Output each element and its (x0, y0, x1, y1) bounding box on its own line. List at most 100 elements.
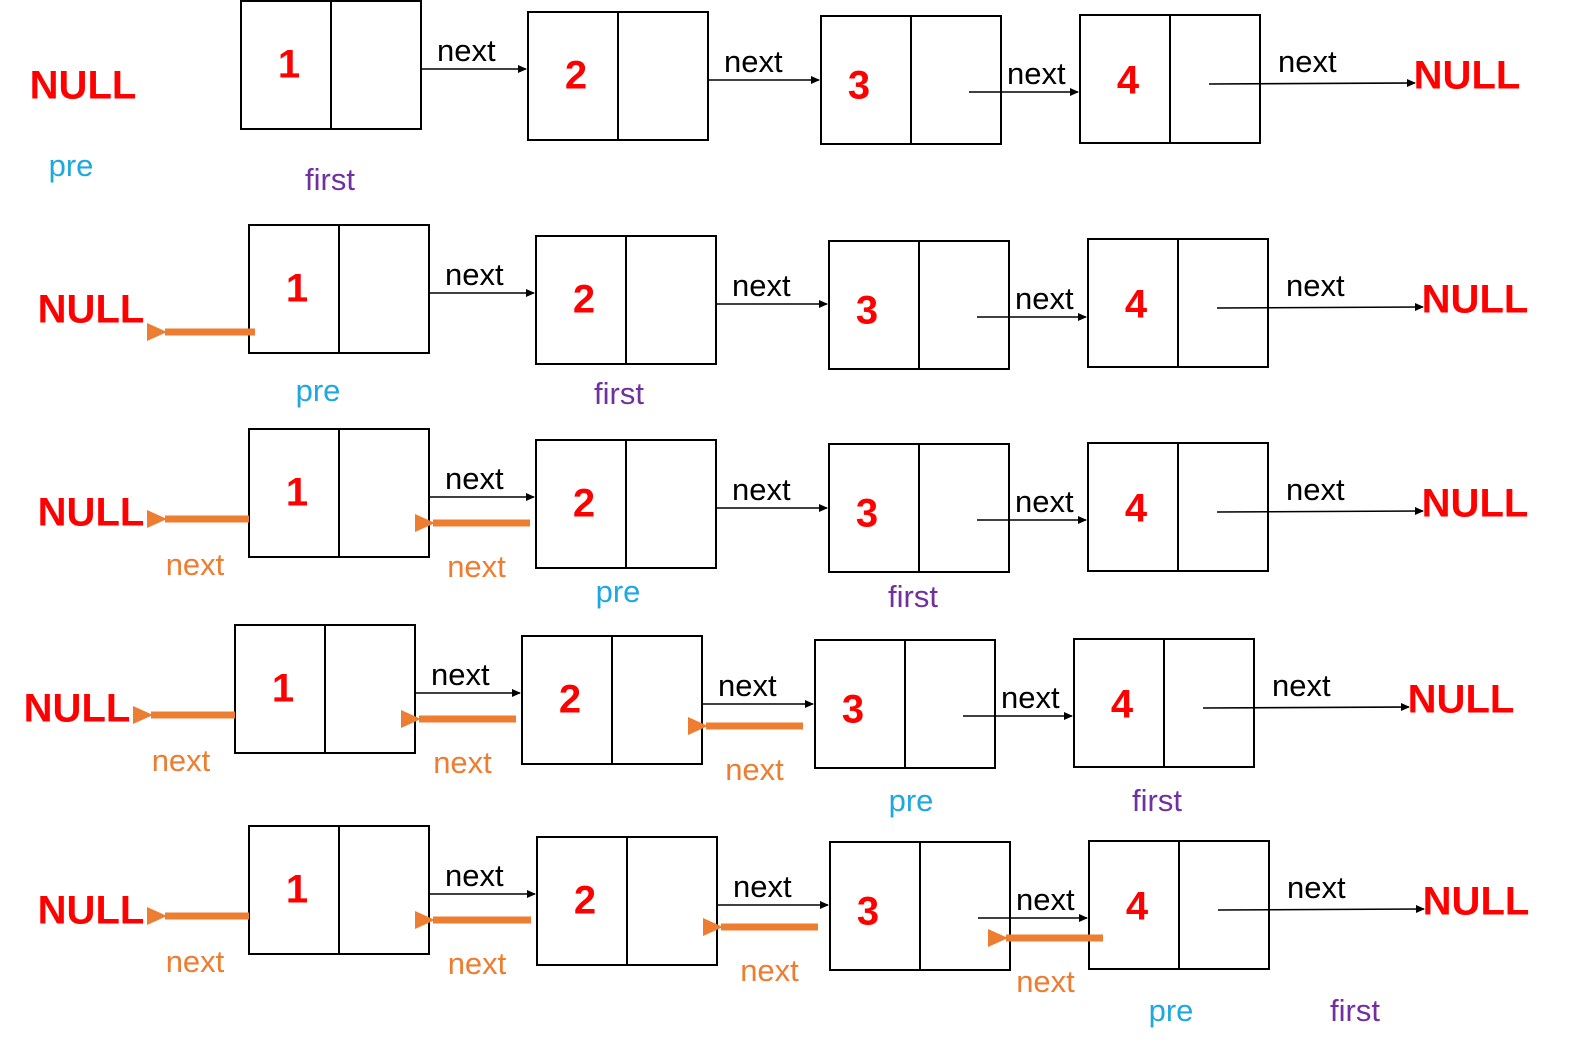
reversed-next-label: next (1016, 964, 1075, 999)
first-pointer-label: first (594, 376, 644, 411)
pre-pointer-label: pre (889, 783, 934, 818)
next-label: next (445, 461, 504, 496)
list-node-1: 1 (234, 624, 416, 754)
right-null-label: NULL (1422, 278, 1529, 322)
list-node-2: 2 (535, 439, 717, 569)
next-label: next (1287, 870, 1346, 905)
next-label: next (733, 869, 792, 904)
next-label: next (1278, 44, 1337, 79)
reversed-next-label: next (740, 953, 799, 988)
next-label: next (1001, 680, 1060, 715)
next-label: next (445, 257, 504, 292)
next-label: next (732, 472, 791, 507)
next-label: next (1015, 484, 1074, 519)
node-value: 4 (1125, 487, 1148, 531)
node-value: 3 (842, 688, 864, 732)
node-value: 3 (848, 64, 870, 108)
left-null-label: NULL (24, 687, 131, 731)
list-node-3: 3 (820, 15, 1002, 145)
first-pointer-label: first (1132, 783, 1182, 818)
list-node-2: 2 (527, 11, 709, 141)
next-arrow-to-null (1216, 303, 1424, 312)
node-value: 3 (856, 492, 878, 536)
next-arrow-to-null (1216, 507, 1424, 516)
node-value: 1 (286, 471, 308, 515)
left-null-label: NULL (30, 64, 137, 108)
left-null-label: NULL (38, 288, 145, 332)
node-value: 1 (286, 267, 308, 311)
node-value: 1 (278, 43, 300, 87)
next-label: next (437, 33, 496, 68)
reversed-next-label: next (447, 549, 506, 584)
next-label: next (732, 268, 791, 303)
list-node-4: 4 (1073, 638, 1255, 768)
next-label: next (1286, 268, 1345, 303)
reversed-next-label: next (152, 743, 211, 778)
left-null-label: NULL (38, 889, 145, 933)
right-null-label: NULL (1423, 880, 1530, 924)
node-value: 2 (565, 54, 587, 98)
list-node-4: 4 (1087, 442, 1269, 572)
list-node-4: 4 (1079, 14, 1261, 144)
next-label: next (1272, 668, 1331, 703)
pre-pointer-label: pre (596, 574, 641, 609)
reversed-next-label: next (166, 944, 225, 979)
list-node-2: 2 (536, 836, 718, 966)
next-label: next (1286, 472, 1345, 507)
list-node-3: 3 (828, 443, 1010, 573)
list-node-4: 4 (1088, 840, 1270, 970)
next-label: next (431, 657, 490, 692)
node-value: 4 (1111, 683, 1134, 727)
next-arrow-to-null (1202, 703, 1410, 712)
right-null-label: NULL (1408, 678, 1515, 722)
node-value: 4 (1126, 885, 1149, 929)
node-value: 4 (1125, 283, 1148, 327)
list-node-2: 2 (521, 635, 703, 765)
left-null-label: NULL (38, 491, 145, 535)
right-null-label: NULL (1422, 482, 1529, 526)
list-node-3: 3 (814, 639, 996, 769)
reversed-next-label: next (725, 752, 784, 787)
pre-pointer-label: pre (296, 373, 341, 408)
node-value: 2 (559, 678, 581, 722)
next-label: next (1007, 56, 1066, 91)
next-label: next (718, 668, 777, 703)
first-pointer-label: first (888, 579, 938, 614)
list-node-1: 1 (240, 0, 422, 130)
list-node-1: 1 (248, 428, 430, 558)
node-value: 1 (272, 667, 294, 711)
first-pointer-label: first (305, 162, 355, 197)
right-null-label: NULL (1414, 54, 1521, 98)
list-node-1: 1 (248, 224, 430, 354)
node-value: 2 (573, 278, 595, 322)
next-label: next (445, 858, 504, 893)
node-value: 2 (574, 879, 596, 923)
next-arrow-to-null (1217, 905, 1425, 914)
node-value: 1 (286, 868, 308, 912)
pre-pointer-label: pre (1149, 993, 1194, 1028)
reversed-next-label: next (166, 547, 225, 582)
node-value: 4 (1117, 59, 1140, 103)
node-value: 3 (857, 890, 879, 934)
list-node-4: 4 (1087, 238, 1269, 368)
list-node-1: 1 (248, 825, 430, 955)
next-label: next (1016, 882, 1075, 917)
list-node-3: 3 (828, 240, 1010, 370)
reversed-next-label: next (448, 946, 507, 981)
node-value: 2 (573, 482, 595, 526)
list-node-3: 3 (829, 841, 1011, 971)
reversed-next-label: next (433, 745, 492, 780)
first-pointer-label: first (1330, 993, 1380, 1028)
node-value: 3 (856, 289, 878, 333)
next-label: next (724, 44, 783, 79)
pre-pointer-label: pre (49, 148, 94, 183)
next-label: next (1015, 281, 1074, 316)
next-arrow-to-null (1208, 79, 1416, 88)
list-node-2: 2 (535, 235, 717, 365)
